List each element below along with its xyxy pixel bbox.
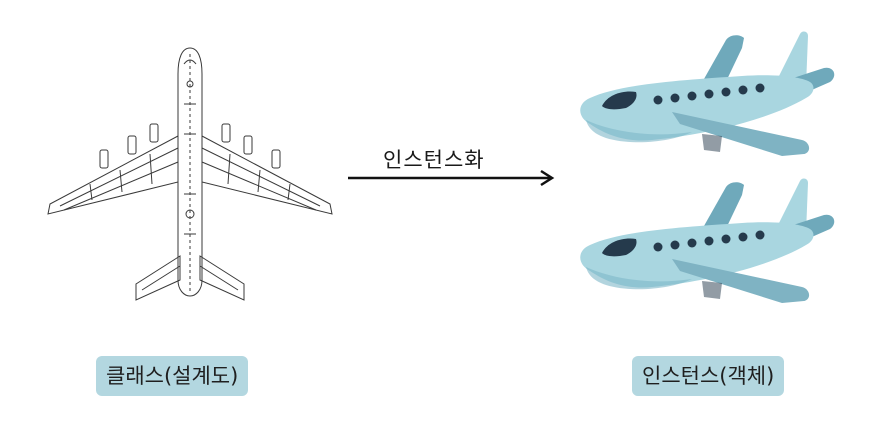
arrow-label: 인스턴스화 [383,148,485,172]
blueprint-airplane-icon [47,47,333,301]
right-arrow-icon [348,169,555,187]
class-caption: 클래스(설계도) [96,356,249,396]
instance-caption: 인스턴스(객체) [632,356,785,396]
instantiation-arrow: 인스턴스화 [345,140,560,200]
cartoon-airplane-icon [580,178,835,303]
cartoon-airplane-icon [580,31,835,156]
